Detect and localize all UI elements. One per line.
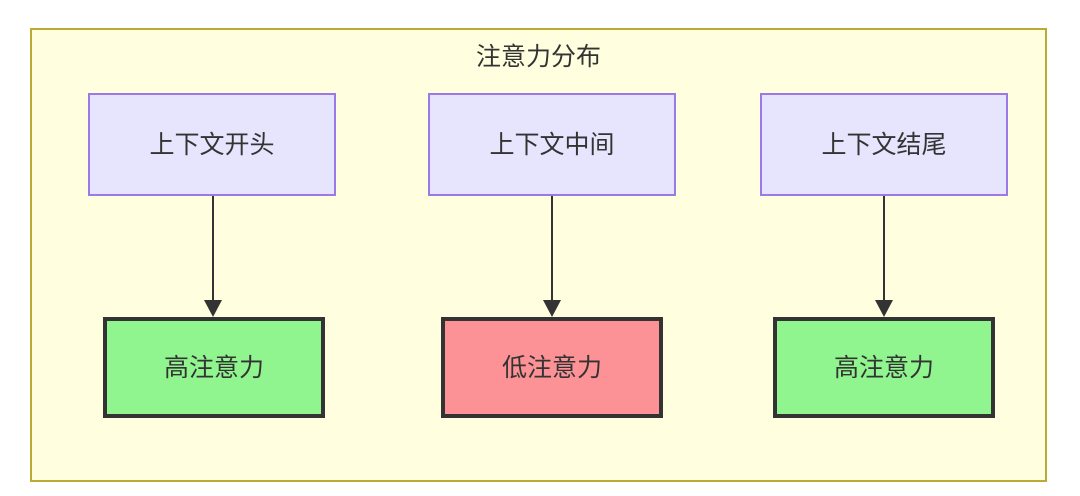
node-context-beginning[interactable]: 上下文开头 xyxy=(88,93,336,196)
node-label: 高注意力 xyxy=(833,353,934,382)
node-high-attention-left[interactable]: 高注意力 xyxy=(103,317,325,418)
node-label: 高注意力 xyxy=(163,353,264,382)
node-label: 上下文结尾 xyxy=(821,130,947,159)
node-label: 上下文中间 xyxy=(489,130,615,159)
node-context-end[interactable]: 上下文结尾 xyxy=(760,93,1008,196)
subgraph-title: 注意力分布 xyxy=(475,43,601,71)
node-low-attention-middle[interactable]: 低注意力 xyxy=(441,317,663,418)
node-context-middle[interactable]: 上下文中间 xyxy=(428,93,676,196)
node-label: 上下文开头 xyxy=(149,130,275,159)
node-label: 低注意力 xyxy=(501,353,602,382)
node-high-attention-right[interactable]: 高注意力 xyxy=(773,317,995,418)
